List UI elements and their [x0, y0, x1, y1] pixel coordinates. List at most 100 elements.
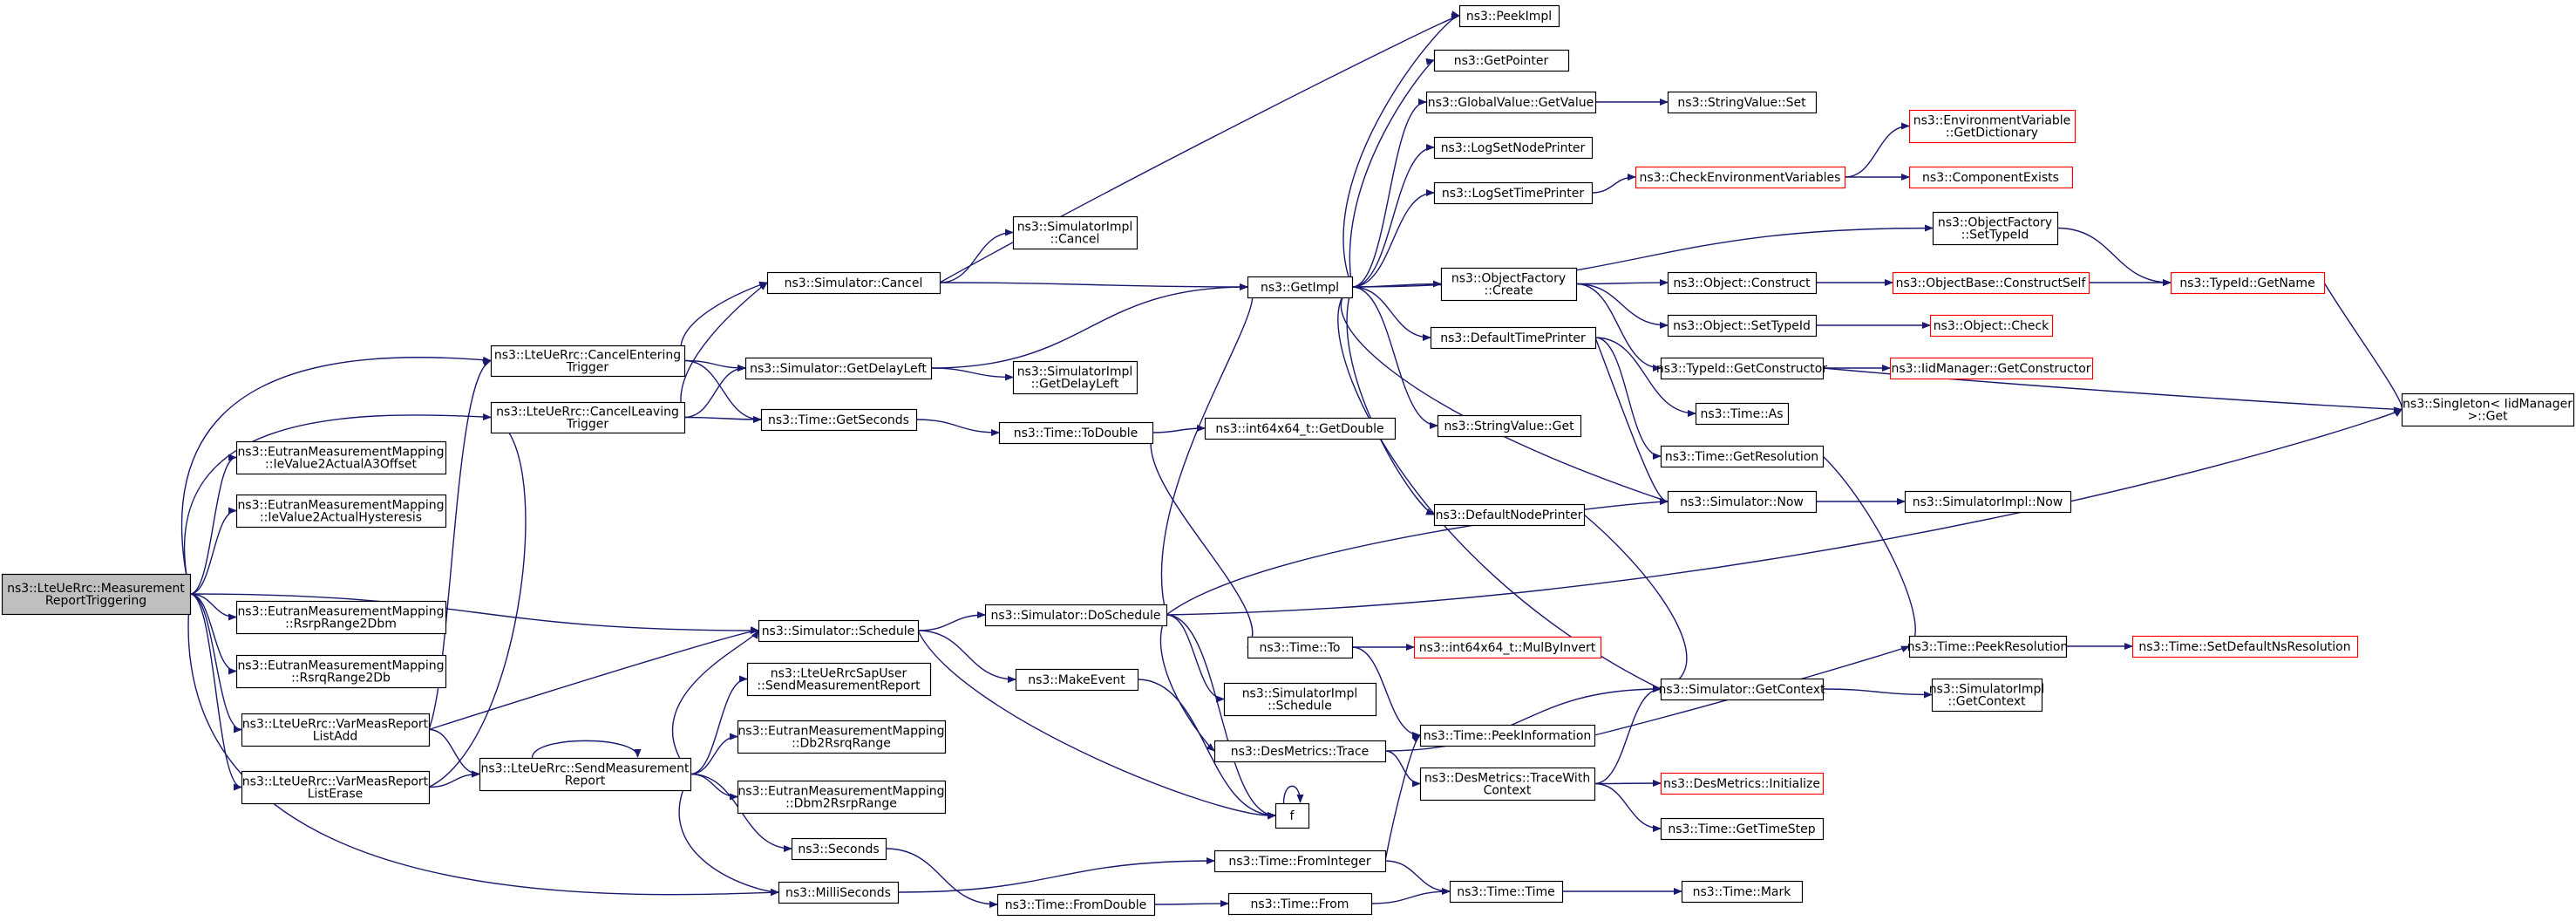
node-rsrq2db[interactable]: ns3::EutranMeasurementMapping::RsrqRange…	[235, 654, 447, 689]
node-gv-get-value[interactable]: ns3::GlobalValue::GetValue	[1425, 91, 1597, 114]
node-log-set-time[interactable]: ns3::LogSetTimePrinter	[1433, 181, 1594, 205]
node-box	[984, 604, 1168, 627]
edge-sim-now-to-get-impl	[1340, 286, 1669, 502]
node-sim-impl-delay[interactable]: ns3::SimulatorImpl::GetDelayLeft	[1012, 360, 1138, 395]
node-int64-get-double[interactable]: ns3::int64x64_t::GetDouble	[1204, 417, 1397, 440]
node-box	[1437, 414, 1582, 438]
node-box	[1433, 49, 1570, 72]
node-label: ns3::Seconds	[798, 843, 879, 856]
node-time-from[interactable]: ns3::Time::From	[1227, 892, 1373, 916]
node-box	[2401, 392, 2575, 427]
node-ie-a3[interactable]: ns3::EutranMeasurementMapping::IeValue2A…	[235, 440, 447, 475]
node-def-node-printer[interactable]: ns3::DefaultNodePrinter	[1433, 503, 1586, 527]
node-label: ns3::Simulator::GetContext	[1658, 683, 1825, 697]
node-time-get-step[interactable]: ns3::Time::GetTimeStep	[1660, 817, 1825, 841]
node-milli[interactable]: ns3::MilliSeconds	[778, 881, 900, 904]
node-log-set-node[interactable]: ns3::LogSetNodePrinter	[1433, 136, 1594, 160]
node-sim-impl-now[interactable]: ns3::SimulatorImpl::Now	[1904, 490, 2072, 514]
node-peek-info[interactable]: ns3::Time::PeekInformation	[1419, 724, 1596, 747]
node-str-get[interactable]: ns3::StringValue::Get	[1437, 414, 1582, 438]
edge-var-erase-to-cancel-leaving	[428, 416, 527, 788]
node-time-time[interactable]: ns3::Time::Time	[1449, 880, 1564, 904]
node-make-event[interactable]: ns3::MakeEvent	[1015, 668, 1139, 692]
node-label: ns3::Simulator::Now	[1680, 495, 1804, 509]
node-obj-base-cs[interactable]: ns3::ObjectBase::ConstructSelf	[1892, 271, 2090, 295]
node-label: ::Dbm2RsrpRange	[785, 797, 897, 811]
node-do-schedule[interactable]: ns3::Simulator::DoSchedule	[984, 604, 1168, 627]
node-def-time-printer[interactable]: ns3::DefaultTimePrinter	[1430, 326, 1597, 350]
node-rsrp2dbm[interactable]: ns3::EutranMeasurementMapping::RsrpRange…	[235, 600, 447, 635]
node-obj-check[interactable]: ns3::Object::Check	[1929, 314, 2054, 338]
node-singleton-get[interactable]: ns3::Singleton< IidManager>::Get	[2401, 392, 2575, 427]
node-of-set-type-id[interactable]: ns3::ObjectFactory::SetTypeId	[1932, 211, 2059, 246]
node-get-impl[interactable]: ns3::GetImpl	[1247, 276, 1354, 299]
node-iid-get-ctor[interactable]: ns3::IidManager::GetConstructor	[1889, 357, 2094, 380]
edge-send-report-to-sim-schedule	[672, 630, 759, 774]
node-db2rsrq[interactable]: ns3::EutranMeasurementMapping::Db2RsrqRa…	[737, 720, 947, 754]
node-time-to[interactable]: ns3::Time::To	[1247, 636, 1354, 659]
node-box	[1433, 181, 1594, 205]
node-f-node[interactable]: f	[1274, 802, 1310, 829]
node-send-report[interactable]: ns3::LteUeRrc::SendMeasurementReport	[479, 757, 692, 792]
node-dbm2rsrp[interactable]: ns3::EutranMeasurementMapping::Dbm2RsrpR…	[737, 780, 947, 815]
node-sim-impl-get-ctx[interactable]: ns3::SimulatorImpl::GetContext	[1929, 678, 2045, 713]
node-comp-exists[interactable]: ns3::ComponentExists	[1908, 166, 2074, 189]
edge-type-id-get-name-to-singleton-get	[2323, 282, 2409, 411]
edge-of-create-to-type-id-get-ctor	[1575, 283, 1662, 372]
node-sim-get-ctx[interactable]: ns3::Simulator::GetContext	[1658, 678, 1825, 701]
node-sim-now[interactable]: ns3::Simulator::Now	[1667, 490, 1818, 514]
node-peek-impl[interactable]: ns3::PeekImpl	[1458, 4, 1560, 28]
node-box	[1908, 109, 2076, 144]
node-env-get-dict[interactable]: ns3::EnvironmentVariable::GetDictionary	[1908, 109, 2076, 144]
node-check-env[interactable]: ns3::CheckEnvironmentVariables	[1635, 166, 1846, 189]
node-des-trace[interactable]: ns3::DesMetrics::Trace	[1213, 740, 1387, 763]
node-des-init[interactable]: ns3::DesMetrics::Initialize	[1660, 772, 1825, 795]
node-label: ns3::EnvironmentVariable	[1913, 114, 2071, 128]
node-box	[1904, 490, 2072, 514]
node-peek-res[interactable]: ns3::Time::PeekResolution	[1907, 635, 2069, 658]
node-to-double[interactable]: ns3::Time::ToDouble	[998, 421, 1154, 445]
node-seconds[interactable]: ns3::Seconds	[791, 837, 887, 861]
node-label: ns3::ObjectBase::ConstructSelf	[1896, 276, 2087, 290]
node-label: ns3::EutranMeasurementMapping	[237, 499, 444, 513]
node-box	[1012, 360, 1138, 395]
node-of-create[interactable]: ns3::ObjectFactory::Create	[1440, 267, 1578, 302]
node-from-integer[interactable]: ns3::Time::FromInteger	[1213, 849, 1387, 873]
node-type-id-get-ctor[interactable]: ns3::TypeId::GetConstructor	[1656, 357, 1827, 380]
edge-time-get-sec-to-to-double	[915, 419, 1000, 436]
node-box	[1667, 271, 1818, 295]
node-label: ns3::LteUeRrc::CancelEntering	[494, 349, 681, 363]
node-type-id-get-name[interactable]: ns3::TypeId::GetName	[2170, 271, 2326, 295]
node-sim-cancel[interactable]: ns3::Simulator::Cancel	[766, 271, 941, 295]
node-obj-construct[interactable]: ns3::Object::Construct	[1667, 271, 1818, 295]
edge-sim-cancel-to-get-impl	[939, 282, 1248, 290]
node-int64-mul[interactable]: ns3::int64x64_t::MulByInvert	[1413, 636, 1602, 659]
node-str-set[interactable]: ns3::StringValue::Set	[1667, 91, 1818, 114]
node-obj-set-type-id[interactable]: ns3::Object::SetTypeId	[1667, 314, 1818, 338]
node-label: ns3::SimulatorImpl	[1017, 221, 1133, 235]
node-label: ns3::LteUeRrc::VarMeasReport	[242, 775, 429, 789]
node-from-double[interactable]: ns3::Time::FromDouble	[996, 893, 1156, 917]
node-set-default-ns-res[interactable]: ns3::Time::SetDefaultNsResolution	[2131, 635, 2359, 658]
node-time-get-sec[interactable]: ns3::Time::GetSeconds	[760, 408, 918, 432]
node-ie-hyst[interactable]: ns3::EutranMeasurementMapping::IeValue2A…	[235, 494, 447, 529]
node-sim-impl-cancel[interactable]: ns3::SimulatorImpl::Cancel	[1012, 215, 1138, 250]
node-sap-user[interactable]: ns3::LteUeRrcSapUser::SendMeasurementRep…	[746, 662, 932, 697]
node-time-as[interactable]: ns3::Time::As	[1695, 402, 1790, 426]
node-get-pointer[interactable]: ns3::GetPointer	[1433, 49, 1570, 72]
node-sim-impl-schedule[interactable]: ns3::SimulatorImpl::Schedule	[1223, 682, 1377, 717]
node-time-get-res[interactable]: ns3::Time::GetResolution	[1660, 445, 1825, 468]
edge-trace-with-ctx-to-des-init	[1594, 780, 1662, 788]
node-label: ns3::Time::SetDefaultNsResolution	[2138, 640, 2350, 654]
node-time-mark[interactable]: ns3::Time::Mark	[1681, 880, 1804, 904]
node-label: ns3::MilliSeconds	[785, 886, 891, 900]
node-sim-delay[interactable]: ns3::Simulator::GetDelayLeft	[744, 357, 933, 380]
node-sim-schedule[interactable]: ns3::Simulator::Schedule	[758, 619, 920, 643]
node-box	[1458, 4, 1560, 28]
